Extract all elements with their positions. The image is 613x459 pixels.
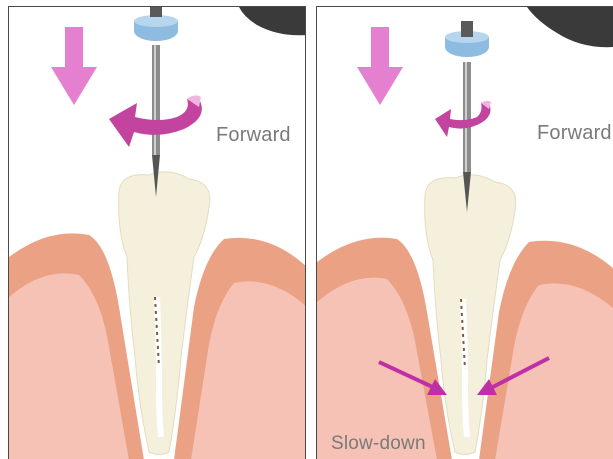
- down-arrow-icon: [357, 27, 403, 105]
- down-arrow-icon: [51, 27, 97, 105]
- direction-label: Forward: [216, 124, 291, 147]
- handpiece-shape: [527, 7, 613, 47]
- gum-left: [317, 238, 452, 459]
- handpiece-shape: [239, 7, 306, 35]
- slow-down-label: Slow-down: [331, 433, 426, 455]
- panel-forward: Forward: [8, 6, 306, 459]
- panel-slow-down-illustration: [317, 7, 613, 459]
- direction-label: Forward: [537, 122, 612, 145]
- gum-left: [9, 233, 144, 459]
- gum-right: [174, 238, 306, 459]
- root-canal: [463, 299, 467, 437]
- panel-forward-illustration: [9, 7, 306, 459]
- panel-slow-down: Forward Slow-down: [316, 6, 613, 459]
- gum-right: [479, 241, 613, 459]
